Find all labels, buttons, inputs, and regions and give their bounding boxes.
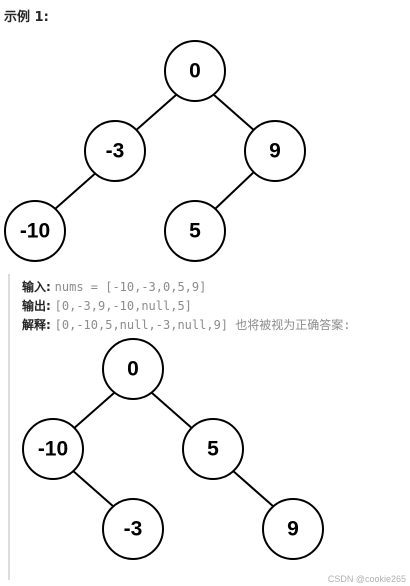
tree-edge (54, 170, 99, 210)
tree-node: -3 (102, 498, 164, 560)
example-title: 示例 1: (4, 10, 49, 25)
explanation-line: 解释: [0,-10,5,null,-3,null,9] 也将被视为正确答案: (22, 316, 350, 334)
node-label: 9 (287, 518, 299, 541)
input-label: 输入: (22, 280, 51, 294)
example-block: 输入: nums = [-10,-3,0,5,9] 输出: [0,-3,9,-1… (8, 274, 410, 580)
watermark: CSDN @cookie265 (327, 574, 406, 584)
tree-edge (71, 392, 115, 431)
output-line: 输出: [0,-3,9,-10,null,5] (22, 297, 192, 315)
tree-node: -3 (84, 120, 146, 182)
node-label: 0 (127, 358, 139, 381)
node-label: -3 (124, 518, 143, 541)
tree-node: 5 (164, 200, 226, 262)
tree-node: -10 (22, 418, 84, 480)
tree-edge (213, 94, 257, 133)
tree-edge (214, 170, 256, 210)
node-label: -10 (20, 220, 50, 243)
node-label: 9 (269, 140, 281, 163)
tree-node: 9 (262, 498, 324, 560)
explanation-value: [0,-10,5,null,-3,null,9] 也将被视为正确答案: (54, 318, 351, 332)
node-label: -10 (38, 438, 68, 461)
tree-node: 9 (244, 120, 306, 182)
tree-edge (133, 94, 177, 133)
tree-edge (231, 469, 275, 508)
input-value: nums = [-10,-3,0,5,9] (54, 280, 207, 294)
node-label: 5 (207, 438, 219, 461)
tree-edge (71, 469, 115, 508)
tree-diagram-bottom: 0 -10 5 -3 9 (22, 338, 324, 560)
node-label: -3 (106, 140, 125, 163)
tree-diagram-top: 0 -3 9 -10 5 (4, 40, 306, 262)
tree-node: -10 (4, 200, 66, 262)
output-value: [0,-3,9,-10,null,5] (54, 299, 192, 313)
tree-node: 0 (164, 40, 226, 102)
tree-edge (151, 392, 195, 431)
input-line: 输入: nums = [-10,-3,0,5,9] (22, 278, 206, 296)
node-label: 0 (189, 60, 201, 83)
tree-node: 5 (182, 418, 244, 480)
node-label: 5 (189, 220, 201, 243)
tree-node: 0 (102, 338, 164, 400)
explanation-label: 解释: (22, 318, 51, 332)
output-label: 输出: (22, 299, 51, 313)
